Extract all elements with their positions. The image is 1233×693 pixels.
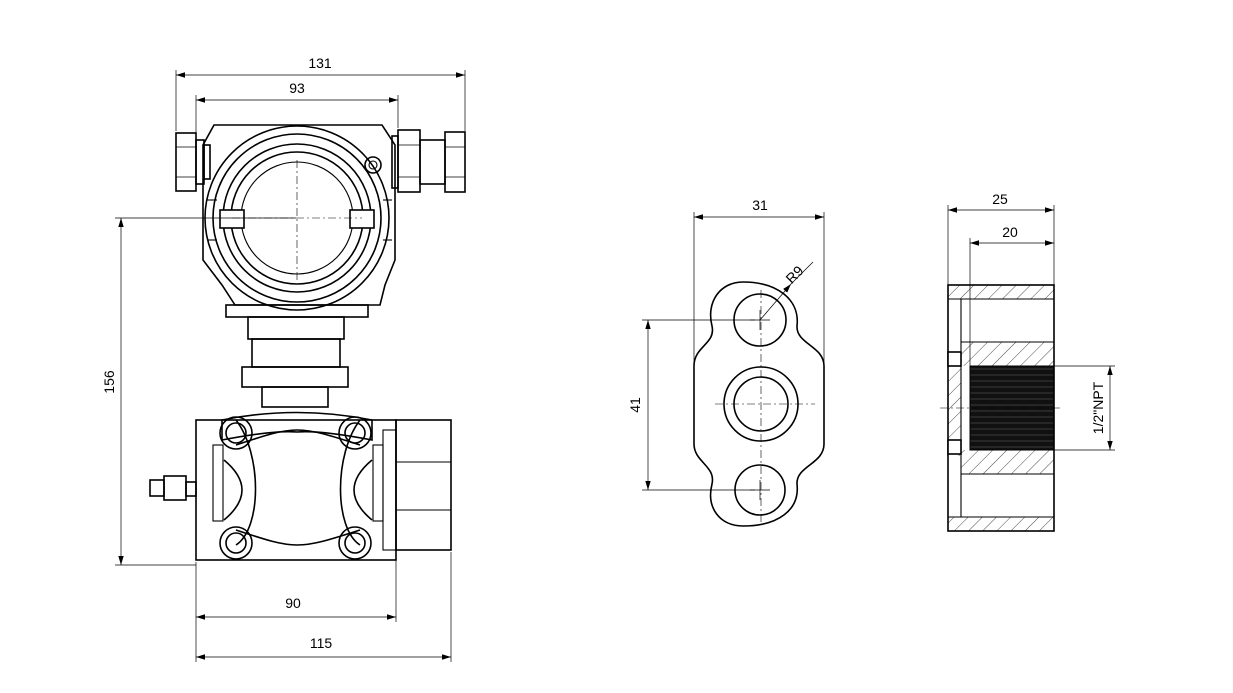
dimension-115-label: 115 (310, 635, 333, 651)
dimension-90: 90 (195, 552, 397, 622)
dimension-90-label: 90 (285, 595, 301, 611)
dimension-115: 115 (195, 552, 452, 662)
electronics-housing (202, 124, 396, 318)
flange-adapter-view: 31 R9 41 (627, 197, 825, 527)
dimension-25: 25 (947, 191, 1055, 285)
dimension-r9: R9 (759, 261, 814, 321)
vent-valve (149, 475, 197, 501)
dimension-131: 131 (175, 55, 466, 131)
dimension-93-label: 93 (289, 80, 305, 96)
dimension-20: 20 (969, 224, 1054, 366)
dimension-31-label: 31 (752, 197, 768, 213)
dimension-r9-label: R9 (782, 262, 806, 286)
dimension-93: 93 (195, 80, 399, 138)
dimension-31: 31 (693, 197, 825, 366)
dimension-thread-size: 1/2"NPT (1054, 365, 1115, 451)
section-view: 25 20 1/2"NPT (940, 191, 1115, 532)
pressure-flange (195, 411, 452, 561)
dimension-156: 156 (101, 217, 296, 566)
dimension-thread-size-label: 1/2"NPT (1090, 381, 1106, 434)
dimension-156-label: 156 (101, 370, 117, 394)
dimension-25-label: 25 (992, 191, 1008, 207)
dimension-131-label: 131 (308, 55, 332, 71)
left-cable-gland (175, 132, 211, 192)
dimension-41-label: 41 (627, 397, 643, 413)
right-cable-gland (391, 129, 466, 193)
transmitter-front-view: 131 93 156 90 115 (101, 55, 466, 662)
dimension-20-label: 20 (1002, 224, 1018, 240)
transmitter-neck (241, 316, 349, 408)
dimension-41: 41 (627, 319, 755, 491)
